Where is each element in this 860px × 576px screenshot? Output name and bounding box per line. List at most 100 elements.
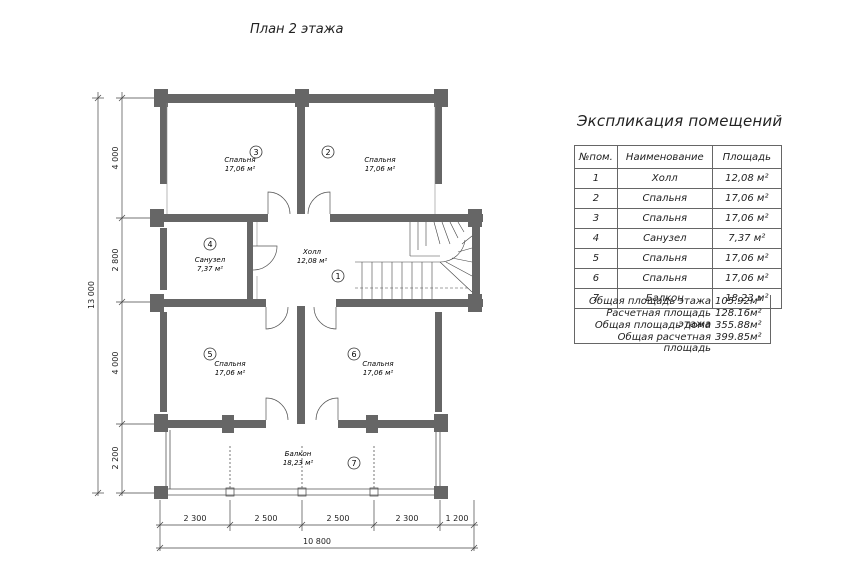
total-row: Общая площадь этажа 105.92м² xyxy=(575,295,770,307)
total-label: Расчетная площадь этажа xyxy=(606,308,711,330)
row-area: 18,23 м² xyxy=(711,288,782,309)
dimension-vertical: 2 200 xyxy=(111,447,120,470)
table-row: 5 Спальня 17,06 м² xyxy=(574,248,782,269)
room-number: 4 xyxy=(207,240,212,249)
row-name: Спальня xyxy=(616,268,713,289)
table-row: 6 Спальня 17,06 м² xyxy=(574,268,782,289)
room-number: 7 xyxy=(351,459,356,468)
walls xyxy=(150,89,483,499)
dimension-vertical: 4 000 xyxy=(111,147,120,170)
room-area: 18,23 м² xyxy=(283,459,314,467)
row-name: Спальня xyxy=(616,188,713,209)
dimension-horizontal: 1 200 xyxy=(446,514,469,523)
table-row: 3 Спальня 17,06 м² xyxy=(574,208,782,229)
total-row: Расчетная площадь этажа 128.16м² xyxy=(575,307,770,330)
total-value: 105.92м² xyxy=(715,296,762,307)
row-name: Спальня xyxy=(616,248,713,269)
room-number-circle xyxy=(321,145,335,159)
room-number: 6 xyxy=(351,350,356,359)
dimension-horizontal: 2 500 xyxy=(255,514,278,523)
row-name: Санузел xyxy=(616,228,713,249)
dimension-vertical: 4 000 xyxy=(111,352,120,375)
explication-title: Экспликация помещений xyxy=(577,112,783,130)
room-area: 17,06 м² xyxy=(365,165,396,173)
room-name: Спальня xyxy=(364,156,395,164)
row-number: 2 xyxy=(574,188,618,209)
total-row: Общая площадь дома 355.88м² xyxy=(575,319,770,331)
total-value: 399.85м² xyxy=(715,332,762,343)
room-name: Спальня xyxy=(224,156,255,164)
dimension-total-width: 10 800 xyxy=(303,537,331,546)
row-number: 1 xyxy=(574,168,618,189)
plan-title: План 2 этажа xyxy=(250,22,344,37)
dimension-horizontal: 2 300 xyxy=(184,514,207,523)
room-area: 17,06 м² xyxy=(225,165,256,173)
room-number-circle xyxy=(347,347,361,361)
header-name: Наименование xyxy=(616,145,713,169)
room-number-circle xyxy=(249,145,263,159)
room-name: Спальня xyxy=(214,360,245,368)
row-number: 4 xyxy=(574,228,618,249)
row-number: 6 xyxy=(574,268,618,289)
dimension-lines xyxy=(92,92,478,552)
table-row: 7 Балкон 18,23 м² xyxy=(574,288,782,309)
row-name: Холл xyxy=(616,168,713,189)
room-number: 2 xyxy=(325,148,330,157)
explication-table: №пом. Наименование Площадь 1 Холл 12,08 … xyxy=(574,145,782,309)
room-number-circle xyxy=(331,269,345,283)
room-name: Спальня xyxy=(362,360,393,368)
room-area: 12,08 м² xyxy=(297,257,328,265)
room-name: Балкон xyxy=(285,450,312,458)
room-name: Холл xyxy=(302,248,322,256)
total-value: 128.16м² xyxy=(715,308,762,319)
total-row: Общая расчетная площадь 399.85м² xyxy=(575,331,770,354)
total-value: 355.88м² xyxy=(715,320,762,331)
doors xyxy=(252,191,339,421)
row-number: 3 xyxy=(574,208,618,229)
dimension-labels: 2 300 2 500 2 500 2 300 1 200 10 800 4 000 2 80… xyxy=(87,147,468,546)
dimension-horizontal: 2 300 xyxy=(396,514,419,523)
dimension-horizontal: 2 500 xyxy=(327,514,350,523)
room-area: 17,06 м² xyxy=(215,369,246,377)
row-area: 17,06 м² xyxy=(711,268,782,289)
room-name: Санузел xyxy=(195,256,226,264)
table-row: 2 Спальня 17,06 м² xyxy=(574,188,782,209)
row-area: 12,08 м² xyxy=(711,168,782,189)
table-row: 4 Санузел 7,37 м² xyxy=(574,228,782,249)
header-area: Площадь xyxy=(711,145,782,169)
room-number-circle xyxy=(347,456,361,470)
total-label: Общая расчетная площадь xyxy=(617,332,711,354)
room-number: 1 xyxy=(335,272,340,281)
dimension-total-height: 13 000 xyxy=(87,281,96,309)
room-number-circle xyxy=(203,347,217,361)
room-area: 7,37 м² xyxy=(197,265,223,273)
row-area: 17,06 м² xyxy=(711,188,782,209)
room-number: 5 xyxy=(207,350,212,359)
row-name: Спальня xyxy=(616,208,713,229)
table-row: 1 Холл 12,08 м² xyxy=(574,168,782,189)
room-area: 17,06 м² xyxy=(363,369,394,377)
row-area: 7,37 м² xyxy=(711,228,782,249)
dimension-vertical: 2 800 xyxy=(111,249,120,272)
header-number: №пом. xyxy=(574,145,618,169)
balcony-railing xyxy=(165,430,441,497)
partitions xyxy=(166,103,436,299)
staircase xyxy=(355,221,473,299)
row-number: 5 xyxy=(574,248,618,269)
table-header-row: №пом. Наименование Площадь xyxy=(574,145,782,169)
total-label: Общая площадь дома xyxy=(594,320,711,331)
room-number: 3 xyxy=(253,148,258,157)
total-label: Общая площадь этажа xyxy=(589,296,711,307)
area-totals: Общая площадь этажа 105.92м² Расчетная п… xyxy=(574,295,771,354)
row-area: 17,06 м² xyxy=(711,248,782,269)
room-number-circle xyxy=(203,237,217,251)
